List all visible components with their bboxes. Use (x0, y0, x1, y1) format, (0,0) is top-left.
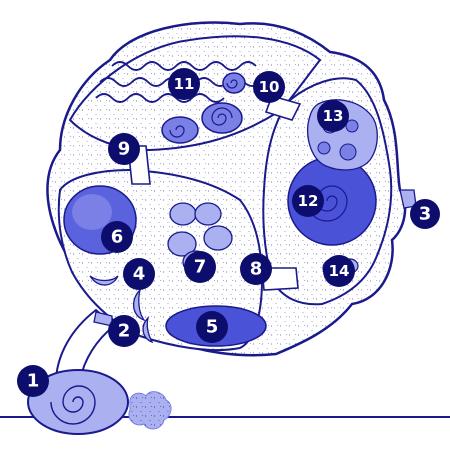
marker-5: 5 (196, 311, 228, 343)
speckled-blob-dots (128, 391, 172, 429)
crescent-bodies (89, 275, 154, 344)
marker-6-label: 6 (111, 227, 124, 248)
top-granules (161, 72, 246, 144)
marker-6: 6 (101, 221, 133, 253)
marker-7-label: 7 (194, 257, 207, 278)
marker-1: 1 (17, 365, 49, 397)
marker-7: 7 (184, 251, 216, 283)
marker-2: 2 (108, 315, 140, 347)
marker-3: 3 (410, 199, 440, 229)
marker-14-label: 14 (329, 262, 350, 280)
marker-4: 4 (123, 258, 155, 290)
marker-2-label: 2 (118, 321, 131, 342)
marker-10: 10 (253, 71, 285, 103)
marker-1-label: 1 (27, 371, 40, 392)
marker-13: 13 (317, 100, 349, 132)
marker-3-label: 3 (419, 204, 432, 225)
marker-10-label: 10 (259, 78, 280, 96)
marker-8: 8 (240, 253, 272, 285)
marker-13-label: 13 (323, 107, 344, 125)
marker-14: 14 (323, 255, 355, 287)
marker-11-label: 11 (174, 75, 195, 93)
marker-5-label: 5 (206, 317, 219, 338)
marker-9-label: 9 (118, 139, 131, 160)
marker-12-label: 12 (298, 192, 319, 210)
marker-11: 11 (168, 68, 200, 100)
marker-4-label: 4 (133, 264, 146, 285)
marker-9: 9 (108, 133, 140, 165)
marker-8-label: 8 (250, 259, 263, 280)
marker-12: 12 (292, 185, 324, 217)
base-body-1 (27, 369, 129, 435)
